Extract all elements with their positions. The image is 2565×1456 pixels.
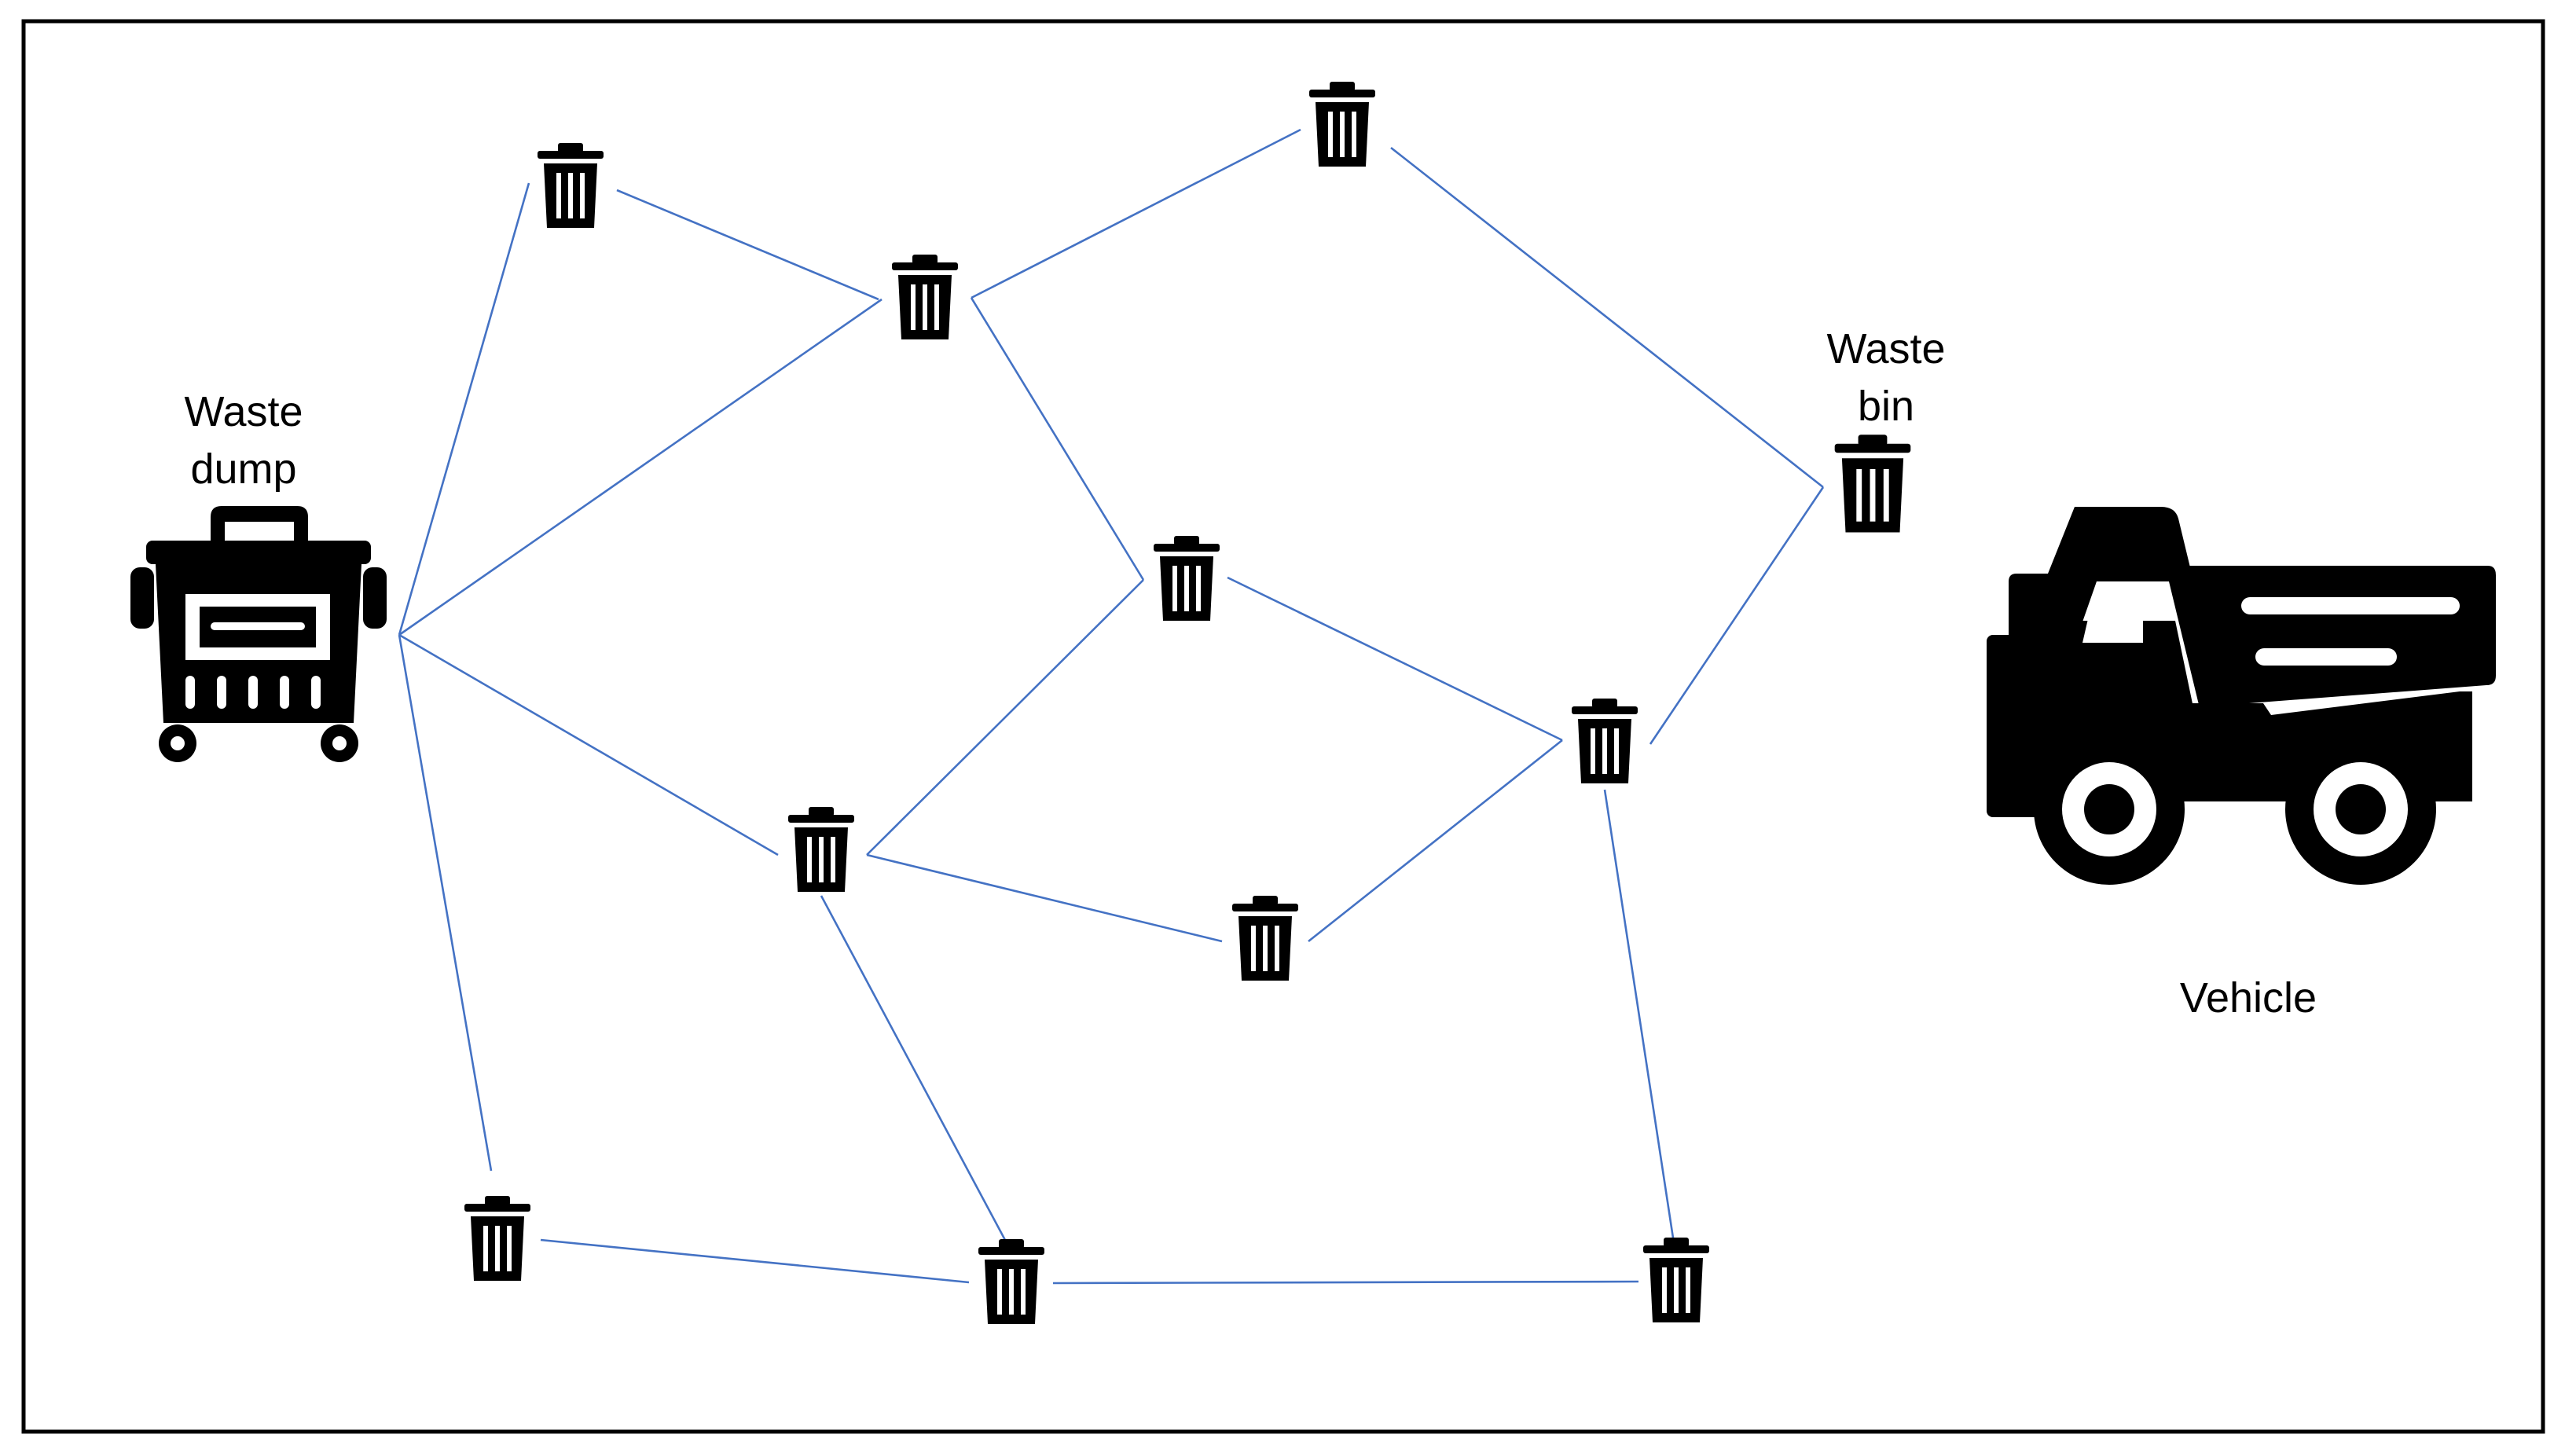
waste-dump-label-line2: dump	[190, 446, 296, 493]
route-edge-b5-b6	[866, 579, 1144, 856]
route-edge-b10-b11	[540, 1238, 970, 1284]
vehicle-label: Vehicle	[2180, 974, 2317, 1021]
waste-dump-container-icon[interactable]	[130, 506, 387, 762]
waste-bin-label-line1: Waste	[1826, 325, 1945, 372]
route-edge-b3-b4	[1390, 146, 1824, 489]
trash-bin-icon[interactable]	[1643, 1238, 1709, 1322]
trash-bin-icon[interactable]	[1232, 896, 1298, 981]
route-edge-dump-b1	[398, 182, 530, 636]
route-edge-b5-b7	[1227, 576, 1563, 742]
trash-bin-icon[interactable]	[1834, 435, 1911, 533]
trash-bin-icon[interactable]	[538, 143, 604, 228]
route-edge-b2-b5	[970, 297, 1145, 581]
route-edge-dump-b2	[398, 298, 883, 636]
trash-bin-icon[interactable]	[1572, 699, 1638, 783]
waste-bin-label-line2: bin	[1858, 383, 1914, 430]
route-edge-b7-b4	[1649, 486, 1825, 745]
trash-bin-icon[interactable]	[892, 255, 958, 339]
route-edge-b6-b8	[866, 853, 1223, 943]
route-edge-dump-b6	[398, 633, 779, 856]
waste-dump-label-line1: Waste	[184, 388, 303, 435]
route-edge-b7-b12	[1603, 789, 1675, 1244]
dump-truck-icon[interactable]	[1987, 507, 2496, 885]
trash-bin-icon[interactable]	[978, 1239, 1044, 1324]
trash-bin-icon[interactable]	[788, 807, 854, 892]
route-edge-b6-b11	[820, 895, 1007, 1242]
route-edge-b8-b7	[1308, 739, 1563, 943]
trash-bin-icon[interactable]	[1309, 82, 1375, 167]
trash-bin-icon[interactable]	[1154, 536, 1220, 621]
route-edge-b2-b3	[971, 128, 1301, 299]
route-edge-dump-b10	[398, 634, 493, 1172]
route-edge-b11-b12	[1052, 1280, 1639, 1285]
route-edges	[398, 128, 1825, 1285]
route-edge-b1-b2	[616, 189, 879, 301]
trash-bin-icon[interactable]	[464, 1196, 530, 1281]
